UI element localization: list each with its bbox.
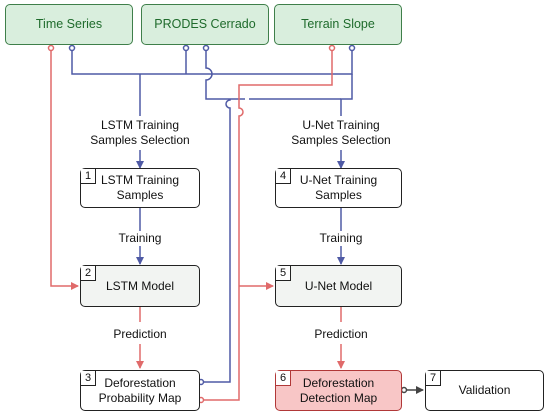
step-number: 2 — [81, 266, 96, 281]
step-5-unet-model: 5 U-Net Model — [275, 265, 402, 307]
step-label: Deforestation Probability Map — [98, 375, 182, 405]
step-label: U-Net Training Samples — [299, 173, 378, 202]
source-label: Time Series — [35, 17, 103, 31]
lstm-prediction-label: Prediction — [105, 327, 175, 342]
source-time-series: Time Series — [5, 4, 133, 45]
lstm-input-bus — [68, 44, 353, 116]
step-label: U-Net Model — [304, 278, 373, 293]
lstm-selection-label: LSTM Training Samples Selection — [84, 118, 196, 148]
step-label: Deforestation Detection Map — [299, 375, 378, 405]
step-3-deforestation-probability-map: 3 Deforestation Probability Map — [80, 370, 200, 411]
step-number: 1 — [81, 169, 96, 184]
step-label: LSTM Model — [105, 278, 175, 293]
unet-training-label: Training — [311, 231, 371, 246]
lstm-training-label: Training — [110, 231, 170, 246]
step-7-validation: 7 Validation — [425, 370, 544, 411]
unet-input-bus — [202, 44, 356, 116]
unet-prediction-label: Prediction — [306, 327, 376, 342]
step-number: 4 — [276, 169, 291, 184]
step-number: 6 — [276, 371, 291, 386]
step-label: LSTM Training Samples — [100, 173, 180, 202]
source-prodes-cerrado: PRODES Cerrado — [141, 4, 269, 45]
source-terrain-slope: Terrain Slope — [274, 4, 402, 45]
step-number: 3 — [81, 371, 96, 386]
step-4-unet-training-samples: 4 U-Net Training Samples — [275, 168, 402, 208]
step-1-lstm-training-samples: 1 LSTM Training Samples — [80, 168, 200, 208]
step-label: Validation — [458, 383, 511, 397]
validation-arrow — [400, 386, 424, 394]
source-label: PRODES Cerrado — [154, 17, 256, 31]
step-2-lstm-model: 2 LSTM Model — [80, 265, 200, 307]
unet-selection-label: U-Net Training Samples Selection — [280, 118, 402, 148]
source-label: Terrain Slope — [301, 17, 375, 31]
step-number: 7 — [426, 371, 441, 386]
step-6-deforestation-detection-map: 6 Deforestation Detection Map — [275, 370, 402, 411]
step-number: 5 — [276, 266, 291, 281]
